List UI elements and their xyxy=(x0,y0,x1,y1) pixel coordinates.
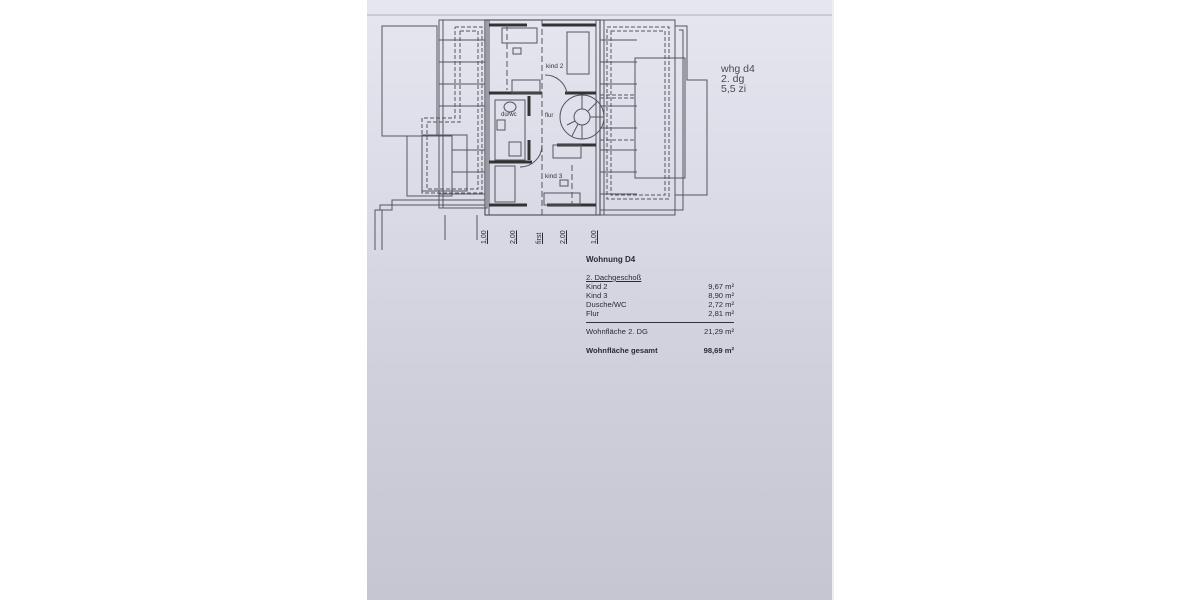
total-value: 98,69 m² xyxy=(703,346,734,355)
dimension-label: 2,00 xyxy=(510,230,517,244)
subtotal-row: Wohnfläche 2. DG 21,29 m² xyxy=(586,327,734,336)
paper-edge xyxy=(832,0,834,600)
room-area: 9,67 m² xyxy=(708,282,734,291)
note-line-1: whg d4 xyxy=(721,63,755,75)
subtotal-label: Wohnfläche 2. DG xyxy=(586,327,648,336)
floor-plan-drawing: kind 2 du/wc flur kind 3 xyxy=(367,14,832,250)
area-table: Wohnung D4 2. Dachgeschoß Kind 2 9,67 m²… xyxy=(586,255,734,355)
total-row: Wohnfläche gesamt 98,69 m² xyxy=(586,346,734,355)
dimension-label: first xyxy=(536,232,543,244)
room-area: 2,72 m² xyxy=(708,300,734,309)
note-line-2: 2. dg xyxy=(721,73,745,85)
room-area: 2,81 m² xyxy=(708,309,734,318)
area-row: Kind 3 8,90 m² xyxy=(586,291,734,300)
total-label: Wohnfläche gesamt xyxy=(586,346,658,355)
dimension-label: 2,00 xyxy=(560,230,567,244)
room-name: Dusche/WC xyxy=(586,300,627,309)
room-area: 8,90 m² xyxy=(708,291,734,300)
room-label-kind2: kind 2 xyxy=(546,63,564,70)
area-row: Flur 2,81 m² xyxy=(586,309,734,318)
floor-heading: 2. Dachgeschoß xyxy=(586,273,642,282)
area-row: Dusche/WC 2,72 m² xyxy=(586,300,734,309)
paper-sheet: kind 2 du/wc flur kind 3 whg d4 2. dg 5,… xyxy=(367,0,832,600)
dimension-label: 1,00 xyxy=(481,230,488,244)
room-label-kind3: kind 3 xyxy=(545,173,563,180)
room-label-duwc: du/wc xyxy=(501,112,517,118)
subtotal-value: 21,29 m² xyxy=(704,327,734,336)
area-row: Kind 2 9,67 m² xyxy=(586,282,734,291)
room-name: Flur xyxy=(586,309,600,318)
dimension-label: 1,00 xyxy=(591,230,598,244)
table-divider xyxy=(586,322,734,323)
apartment-note: whg d4 2. dg 5,5 zi xyxy=(721,63,755,95)
room-label-flur: flur xyxy=(545,113,553,119)
note-line-3: 5,5 zi xyxy=(721,83,747,95)
room-name: Kind 2 xyxy=(586,282,608,291)
room-name: Kind 3 xyxy=(586,291,608,300)
apartment-title: Wohnung D4 xyxy=(586,255,636,264)
